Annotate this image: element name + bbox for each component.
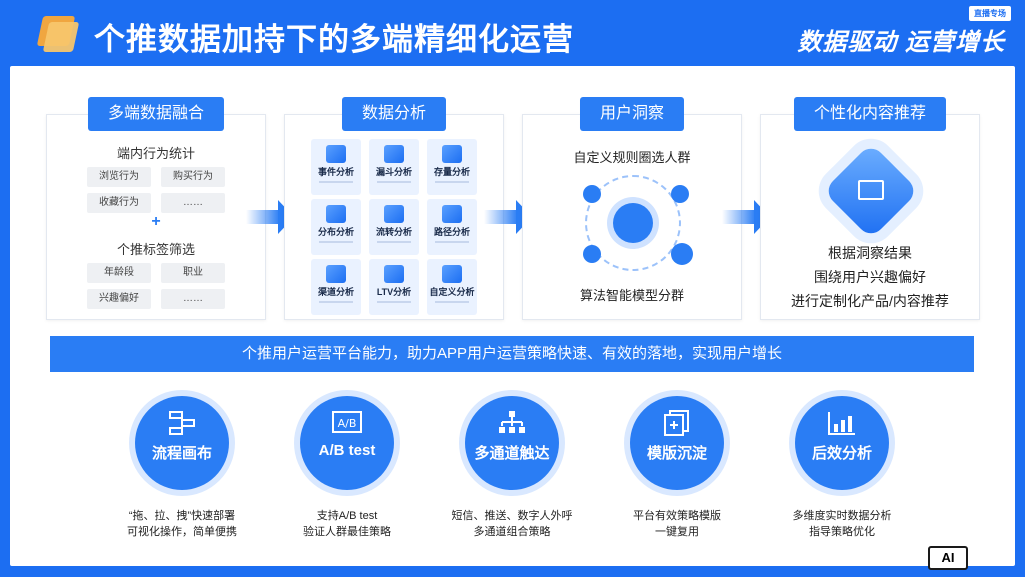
analysis-tile[interactable]: 事件分析	[311, 139, 361, 195]
analysis-tile[interactable]: 自定义分析	[427, 259, 477, 315]
multi-channel-icon	[499, 411, 525, 433]
analysis-tile[interactable]: 路径分析	[427, 199, 477, 255]
watermark: AI 树叶云	[927, 545, 1013, 571]
insight-top-text: 自定义规则圈选人群	[573, 150, 691, 165]
analysis-tile[interactable]: 漏斗分析	[369, 139, 419, 195]
user-icon	[671, 243, 693, 265]
tag-chip: 浏览行为	[87, 167, 151, 187]
card-user-insight: 用户洞察 自定义规则圈选人群 算法智能模型分群	[522, 97, 742, 320]
logo-icon	[36, 16, 80, 52]
page-title: 个推数据加持下的多端精细化运营	[94, 22, 574, 57]
tag-chip: ……	[161, 193, 225, 213]
feature-template: 模版沉淀 平台有效策略模版一键复用	[597, 396, 757, 540]
channel-icon	[326, 265, 346, 283]
custom-icon	[442, 265, 462, 283]
feature-desc: 指导策略优化	[809, 526, 875, 538]
feature-multi-channel: 多通道触达 短信、推送、数字人外呼多通道组合策略	[432, 396, 592, 540]
template-icon	[664, 410, 689, 436]
distribution-icon	[326, 205, 346, 223]
analysis-tile[interactable]: 存量分析	[427, 139, 477, 195]
card-title: 数据分析	[341, 97, 447, 131]
recommendation-line: 进行定制化产品/内容推荐	[791, 293, 949, 309]
feature-flow-canvas: 流程画布 “拖、拉、拽”快速部署可视化操作，简单便携	[102, 396, 262, 540]
path-icon	[442, 205, 462, 223]
section-label: 个推标签筛选	[116, 242, 195, 257]
brand-slogan: 数据驱动 运营增长	[797, 29, 1005, 56]
recommendation-line: 围绕用户兴趣偏好	[814, 269, 926, 285]
section-label: 端内行为统计	[116, 146, 195, 161]
feature-circle: 模版沉淀	[630, 396, 724, 490]
brand-tag: 直播专场	[969, 6, 1011, 21]
card-personalized-recommendation: 个性化内容推荐 根据洞察结果 围绕用户兴趣偏好 进行定制化产品/内容推荐	[760, 97, 980, 320]
feature-desc: 支持A/B test	[316, 510, 378, 522]
tag-chip: 职业	[161, 263, 225, 283]
tag-chip: ……	[161, 289, 225, 309]
tag-chip: 购买行为	[161, 167, 225, 187]
feature-circle: 多通道触达	[465, 396, 559, 490]
flow-canvas-icon	[169, 411, 195, 435]
card-data-fusion: 多端数据融合 端内行为统计 浏览行为 购买行为 收藏行为 …… + 个推标签筛选…	[46, 97, 266, 320]
orbit-ring	[585, 175, 681, 271]
card-data-analysis: 数据分析 事件分析 漏斗分析 存量分析 分布分析 流转分析 路径分析 渠道分析 …	[284, 97, 504, 320]
feature-desc: 短信、推送、数字人外呼	[451, 510, 573, 522]
user-icon	[583, 245, 601, 263]
storage-icon	[442, 145, 462, 163]
user-icon	[583, 185, 601, 203]
insight-bottom-text: 算法智能模型分群	[579, 288, 684, 303]
analysis-tile[interactable]: 分布分析	[311, 199, 361, 255]
watermark-text: 树叶云	[973, 551, 1013, 567]
tag-chip: 兴趣偏好	[87, 289, 151, 309]
flow-icon	[384, 205, 404, 223]
feature-circle: 后效分析	[795, 396, 889, 490]
feature-circle: 流程画布	[135, 396, 229, 490]
feature-ab-test: A/B A/B test 支持A/B test 验证人群最佳策略	[267, 396, 427, 540]
ab-test-icon: A/B	[332, 411, 362, 433]
feature-desc: 可视化操作，简单便携	[127, 526, 237, 538]
analysis-tile[interactable]: LTV分析	[369, 259, 419, 315]
svg-text:A/B: A/B	[338, 417, 357, 430]
analysis-tile[interactable]: 渠道分析	[311, 259, 361, 315]
feature-circle: A/B A/B test	[300, 396, 394, 490]
analysis-tile[interactable]: 流转分析	[369, 199, 419, 255]
analysis-icon	[828, 412, 855, 435]
card-title: 多端数据融合	[87, 97, 225, 131]
plus-icon: +	[151, 213, 161, 230]
feature-desc: 一键复用	[655, 526, 699, 538]
feature-desc: 多维度实时数据分析	[792, 510, 892, 522]
card-title: 个性化内容推荐	[793, 97, 947, 131]
feature-analysis: 后效分析 多维度实时数据分析指导策略优化	[762, 396, 922, 540]
funnel-icon	[384, 145, 404, 163]
user-icon	[613, 203, 653, 243]
ltv-icon	[384, 265, 404, 283]
feature-desc: “拖、拉、拽”快速部署	[128, 510, 236, 522]
user-icon	[671, 185, 689, 203]
chart-icon	[326, 145, 346, 163]
tag-chip: 年龄段	[87, 263, 151, 283]
monitor-icon	[858, 180, 884, 200]
feature-desc: 验证人群最佳策略	[303, 526, 391, 538]
card-title: 用户洞察	[579, 97, 685, 131]
header: 个推数据加持下的多端精细化运营 直播专场 数据驱动 运营增长	[0, 0, 1025, 66]
tag-chip: 收藏行为	[87, 193, 151, 213]
recommendation-line: 根据洞察结果	[828, 245, 912, 261]
content-panel: 多端数据融合 端内行为统计 浏览行为 购买行为 收藏行为 …… + 个推标签筛选…	[10, 66, 1015, 566]
capability-banner: 个推用户运营平台能力，助力APP用户运营策略快速、有效的落地，实现用户增长	[50, 336, 974, 372]
feature-desc: 平台有效策略模版	[633, 510, 721, 522]
feature-desc: 多通道组合策略	[473, 526, 551, 538]
ai-badge: AI	[927, 546, 968, 570]
